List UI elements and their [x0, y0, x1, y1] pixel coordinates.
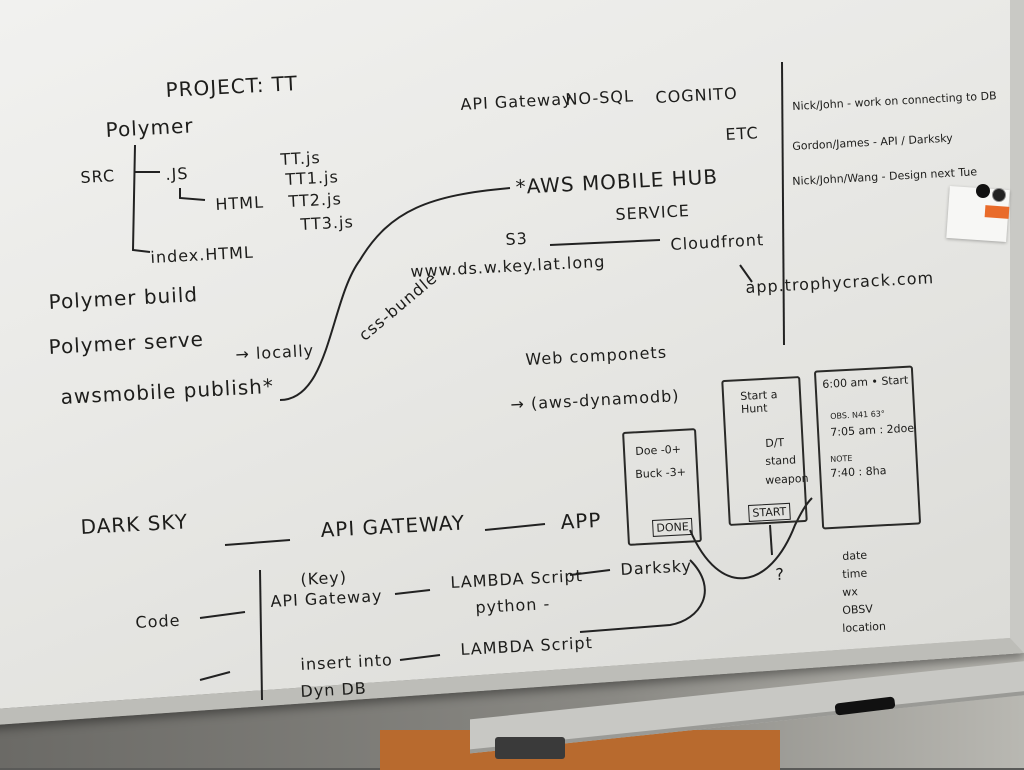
cloudfront-arrow	[739, 264, 753, 283]
magnet	[976, 184, 990, 198]
field-time: time	[842, 566, 868, 581]
file-tt3: TT3.js	[300, 212, 355, 234]
service-label: SERVICE	[615, 201, 691, 224]
dyn-db-label: Dyn DB	[300, 678, 368, 701]
nosql-label: NO-SQL	[565, 86, 635, 109]
publish-arrow	[279, 187, 511, 401]
arrow	[484, 523, 546, 531]
option-stand: stand	[765, 453, 797, 468]
key-label: (Key)	[300, 567, 348, 589]
arrow	[394, 589, 431, 595]
buck-counter: Buck -3+	[635, 465, 687, 481]
field-location: location	[842, 619, 887, 635]
s3-arrow	[549, 239, 661, 246]
arrow	[569, 569, 611, 576]
option-dt: D/T	[765, 436, 785, 450]
darksky-return-arrow	[579, 559, 706, 633]
done-button-sketch: DONE	[652, 517, 694, 537]
done-arrow	[689, 497, 813, 580]
arrow	[199, 611, 246, 619]
tree-branch	[179, 188, 206, 201]
divider	[259, 569, 263, 701]
src-label: SRC	[80, 166, 116, 187]
file-tt: TT.js	[280, 147, 322, 169]
python-label: python -	[475, 594, 551, 617]
field-obsv: OBSV	[842, 602, 874, 617]
question-mark: ?	[775, 564, 786, 584]
flow-app: APP	[560, 507, 603, 534]
js-label: .JS	[165, 163, 189, 184]
polymer-label: Polymer	[105, 113, 195, 142]
arrow	[224, 539, 291, 546]
arrow	[399, 654, 441, 661]
option-weapon: weapon	[765, 471, 809, 487]
code-label: Code	[135, 610, 181, 632]
tree-line	[131, 144, 151, 253]
file-tt2: TT2.js	[288, 189, 343, 211]
darksky-label: Darksky	[620, 556, 693, 579]
start-arrow	[769, 524, 773, 556]
start-button-sketch: START	[748, 502, 791, 522]
note-label: NOTE	[830, 453, 853, 464]
file-tt1: TT1.js	[285, 167, 340, 189]
magnet	[992, 188, 1006, 202]
arrow	[199, 671, 231, 681]
s3-label: S3	[505, 228, 529, 249]
html-label: HTML	[215, 192, 265, 214]
field-date: date	[842, 548, 868, 563]
divider-line	[781, 61, 785, 346]
etc-label: ETC	[725, 123, 760, 144]
field-wx: wx	[842, 585, 859, 599]
eraser	[495, 737, 565, 759]
doe-counter: Doe -0+	[635, 442, 682, 458]
start-hunt-title: Start a Hunt	[740, 388, 778, 416]
